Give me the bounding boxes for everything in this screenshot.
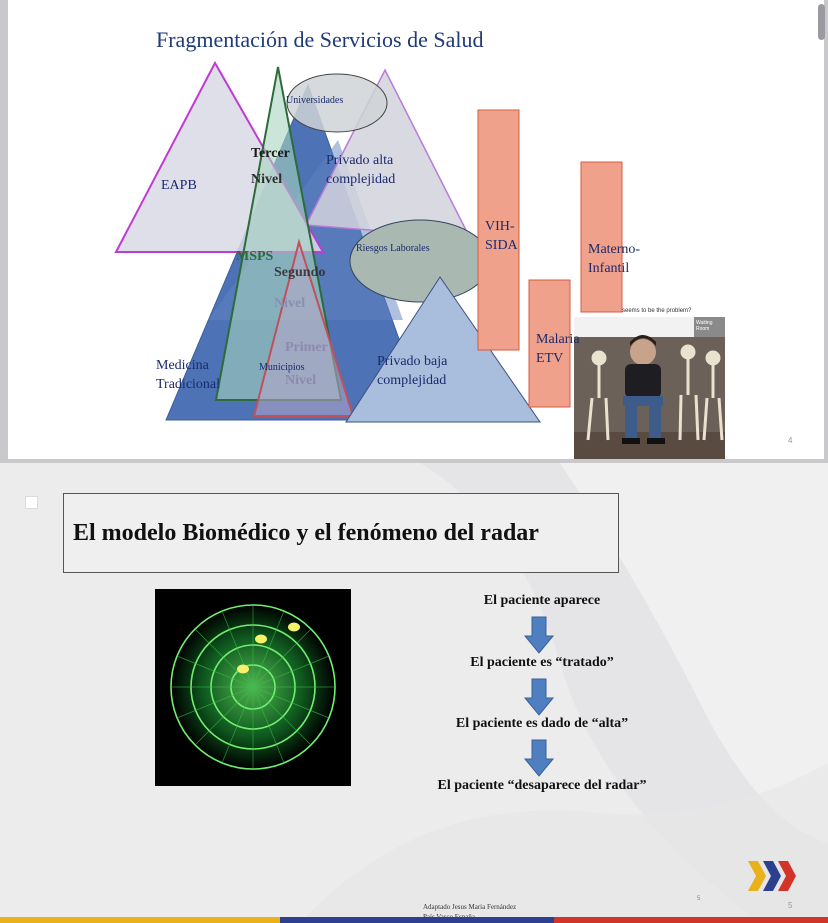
label-eapb: EAPB (161, 176, 197, 195)
radar-blip (255, 635, 267, 644)
scrollbar-thumb[interactable] (818, 4, 825, 40)
occupational-risk-ellipse (350, 220, 490, 302)
label-universidades: Universidades (286, 95, 343, 107)
label-materno-2: Infantil (588, 259, 629, 278)
photo-caption: seems to be the problem? (622, 308, 691, 314)
label-segundo-nivel: Nivel (274, 295, 305, 313)
label-malaria-2: ETV (536, 349, 563, 368)
label-medicina-2: Tradicional (156, 375, 220, 394)
label-segundo: Segundo (274, 264, 325, 282)
down-arrow-icon (524, 616, 554, 654)
label-privado-alta-2: complejidad (326, 170, 395, 189)
label-tercer: Tercer (251, 145, 290, 163)
step-2: El paciente es “tratado” (402, 655, 682, 671)
label-riesgos: Riesgos Laborales (356, 243, 430, 255)
down-arrow-icon (524, 678, 554, 716)
label-privado-alta-1: Privado alta (326, 151, 393, 170)
radar-blip (288, 623, 300, 632)
label-medicina-1: Medicina (156, 356, 209, 375)
label-privado-baja-1: Privado baja (377, 352, 447, 371)
step-1: El paciente aparece (402, 593, 682, 609)
down-arrow-icon (524, 739, 554, 777)
waiting-room-photo (574, 317, 725, 459)
photo-sign: Waiting Room (696, 320, 724, 332)
slide-title: El modelo Biomédico y el fenómeno del ra… (73, 520, 539, 547)
credit-line-1: Adaptado Jesus Maria Fernández (423, 903, 516, 911)
step-3: El paciente es dado de “alta” (402, 716, 682, 732)
page-number: 4 (788, 436, 792, 445)
slide-4: Fragmentación de Servicios de Salud (8, 0, 824, 459)
label-materno-1: Materno- (588, 240, 640, 259)
radar-blip (237, 665, 249, 674)
label-primer-nivel: Nivel (285, 372, 316, 390)
page-number: 5 (788, 901, 792, 910)
maternal-bar (581, 162, 622, 312)
label-vih-1: VIH- (485, 217, 515, 236)
page-number-small: 5 (697, 896, 700, 902)
chevron-logo-icon (748, 861, 796, 891)
bottom-stripe-yellow (0, 917, 280, 923)
label-msps: MSPS (236, 248, 273, 266)
checkbox-icon[interactable] (25, 496, 38, 509)
step-4: El paciente “desaparece del radar” (402, 778, 682, 794)
bottom-stripe-blue (280, 917, 554, 923)
label-municipios: Municipios (259, 362, 305, 374)
label-privado-baja-2: complejidad (377, 371, 446, 390)
fragmentation-diagram (8, 0, 824, 459)
label-vih-2: SIDA (485, 236, 518, 255)
bottom-stripe-red (554, 917, 828, 923)
title-box: El modelo Biomédico y el fenómeno del ra… (63, 493, 619, 573)
slide-5: El modelo Biomédico y el fenómeno del ra… (0, 463, 828, 923)
radar-image (155, 589, 351, 786)
label-tercer-nivel: Nivel (251, 171, 282, 189)
label-primer: Primer (285, 339, 328, 357)
label-malaria-1: Malaria (536, 330, 580, 349)
